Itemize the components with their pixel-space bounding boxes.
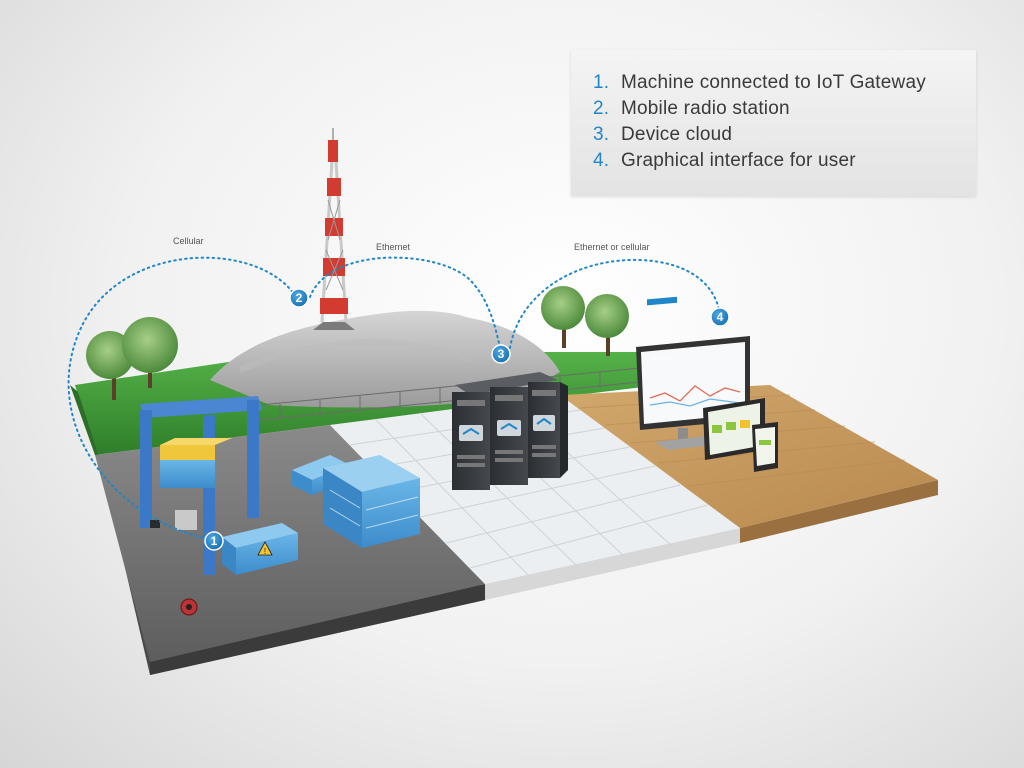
trees-right (541, 286, 629, 356)
legend-item-text: Mobile radio station (621, 98, 790, 119)
legend-item: 4. Graphical interface for user (593, 150, 976, 176)
legend-item-text: Device cloud (621, 124, 733, 145)
front-container: ! (222, 523, 298, 575)
badge-machine-number: 1 (211, 534, 218, 548)
legend-item-number: 2. (593, 98, 610, 119)
radio-tower (313, 128, 355, 330)
badge-user-number: 4 (717, 310, 724, 324)
badge-radio: 2 (289, 288, 309, 308)
container-stack (292, 455, 420, 548)
link-label-ethernet-or-cellular: Ethernet or cellular (574, 242, 650, 252)
connection-arcs (67, 256, 721, 541)
legend-panel: 1. Machine connected to IoT Gateway 2. M… (571, 50, 976, 196)
cloud-logo-icon (459, 415, 555, 441)
legend-item-number: 4. (593, 150, 610, 171)
trees-left (86, 317, 178, 400)
sensor-device (180, 598, 198, 616)
server-racks (452, 372, 568, 490)
legend-list: 1. Machine connected to IoT Gateway 2. M… (571, 50, 976, 176)
warning-icon: ! (257, 541, 273, 556)
legend-item: 3. Device cloud (593, 124, 976, 150)
link-label-cellular: Cellular (173, 236, 204, 246)
link-ethernet-or-cellular-arc (509, 258, 721, 349)
badge-cloud: 3 (491, 344, 511, 364)
legend-item: 2. Mobile radio station (593, 98, 976, 124)
gantry-crane (140, 396, 262, 575)
badge-cloud-number: 3 (498, 347, 505, 361)
legend-item-text: Graphical interface for user (621, 150, 856, 171)
legend-item-number: 3. (593, 124, 610, 145)
ui-logo: SIEMENS (650, 356, 673, 362)
badge-user: 4 (710, 307, 730, 327)
link-ethernet-arc (309, 256, 502, 353)
legend-item-text: Machine connected to IoT Gateway (621, 72, 926, 93)
badge-machine: 1 (204, 531, 224, 551)
link-label-ethernet: Ethernet (376, 242, 411, 252)
link-cellular-arc (67, 256, 297, 541)
svg-text:!: ! (264, 547, 266, 556)
legend-item: 1. Machine connected to IoT Gateway (593, 72, 976, 98)
legend-item-number: 1. (593, 72, 610, 93)
badge-radio-number: 2 (296, 291, 303, 305)
user-devices: SIEMENS (636, 296, 778, 472)
